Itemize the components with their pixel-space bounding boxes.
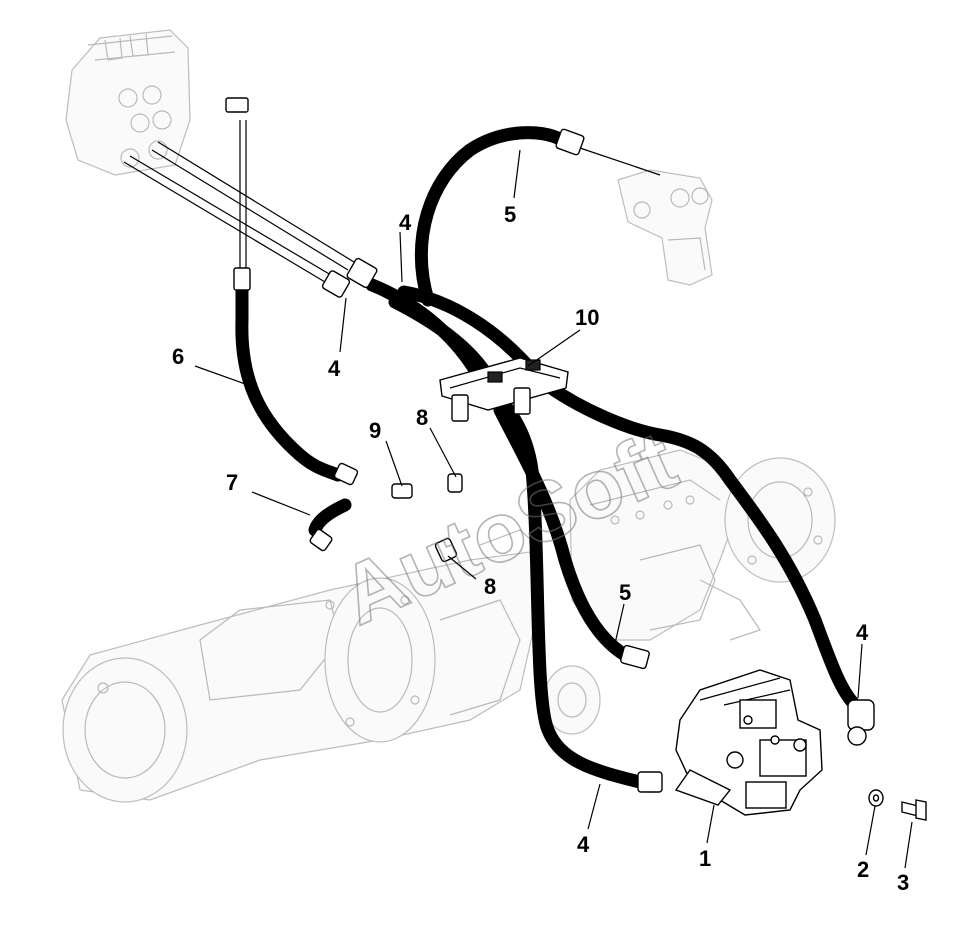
washer xyxy=(868,789,884,807)
callout-5-mid: 5 xyxy=(619,580,631,605)
hydraulic-pump xyxy=(674,669,867,816)
hose-5-upper xyxy=(414,126,661,307)
callout-8-bottom: 8 xyxy=(484,574,496,599)
callout-3: 3 xyxy=(897,870,909,895)
callout-9: 9 xyxy=(369,418,381,443)
callout-4-top: 4 xyxy=(399,210,412,235)
axle-housing-ghost xyxy=(61,529,601,803)
clamp-bracket xyxy=(439,357,569,422)
leader-lines xyxy=(194,149,913,869)
callouts: 1 2 3 4 4 4 4 5 5 6 7 8 8 9 10 xyxy=(172,202,909,895)
callout-7: 7 xyxy=(226,470,238,495)
hose-5-lower xyxy=(493,403,632,662)
callout-6: 6 xyxy=(172,344,184,369)
hose-6 xyxy=(235,283,345,482)
bolt xyxy=(901,799,927,821)
right-valve-ghost xyxy=(617,169,713,286)
callout-2: 2 xyxy=(857,857,869,882)
callout-8-top: 8 xyxy=(416,405,428,430)
transmission-housing-ghost xyxy=(569,449,836,641)
callout-5-top: 5 xyxy=(504,202,516,227)
hose-7 xyxy=(308,498,352,537)
control-valve-block-ghost xyxy=(65,29,191,176)
callout-10: 10 xyxy=(575,305,599,330)
callout-4-right: 4 xyxy=(856,620,869,645)
callout-1: 1 xyxy=(699,846,711,871)
callout-4-left: 4 xyxy=(328,356,341,381)
steel-tubes xyxy=(123,120,355,286)
fittings xyxy=(225,97,875,793)
hose-4-upper-branch xyxy=(397,285,862,712)
callout-4-bottom: 4 xyxy=(577,832,590,857)
